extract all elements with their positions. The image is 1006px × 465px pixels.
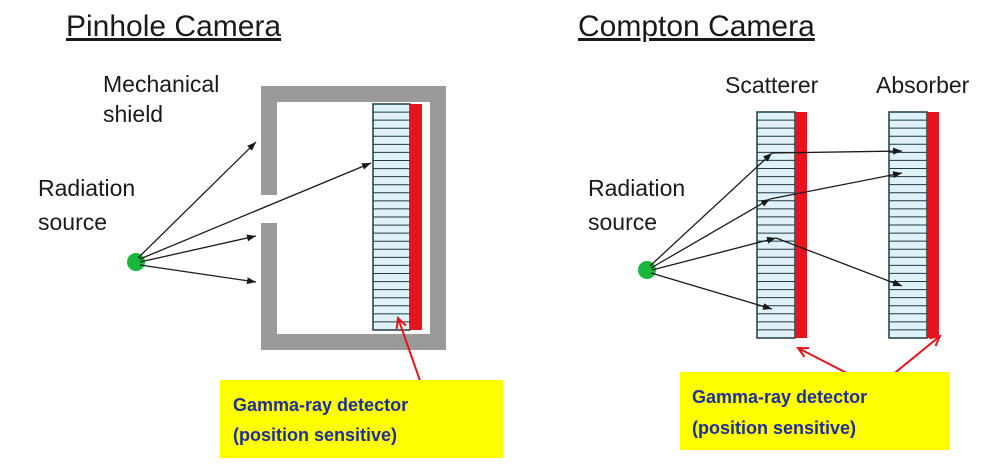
pinhole-gamma-ray-detector <box>372 103 422 331</box>
pinhole-detector-pointer <box>398 318 425 393</box>
compton-title: Compton Camera <box>578 10 815 43</box>
compton-source-label-line1: Radiation <box>588 175 685 201</box>
absorber-strip <box>927 112 939 338</box>
compton-note-line2: (position sensitive) <box>692 418 856 438</box>
pinhole-radiation-source-icon <box>127 253 145 271</box>
pinhole-detector-note: Gamma-ray detector (position sensitive) <box>220 380 503 458</box>
pinhole-title: Pinhole Camera <box>66 10 281 43</box>
pinhole-source-label-line1: Radiation <box>38 175 135 201</box>
mechanical-shield <box>261 86 446 350</box>
pinhole-rays <box>137 141 372 285</box>
scatterer-label: Scatterer <box>725 72 819 98</box>
pinhole-detector-strip <box>410 104 422 330</box>
absorber-detector <box>888 111 939 339</box>
scatterer-detector <box>756 111 807 339</box>
compton-incident-rays <box>649 152 777 310</box>
shield-label-line2: shield <box>103 101 163 127</box>
scatterer-strip <box>795 112 807 338</box>
pinhole-camera-panel: Pinhole Camera Mechanical shield Radiati… <box>38 10 503 458</box>
pinhole-source-label-line2: source <box>38 209 107 235</box>
compton-note-line1: Gamma-ray detector <box>692 387 867 407</box>
compton-detector-note: Gamma-ray detector (position sensitive) <box>680 372 950 450</box>
pinhole-note-line1: Gamma-ray detector <box>233 395 408 415</box>
pinhole-note-line2: (position sensitive) <box>233 425 397 445</box>
compton-radiation-source-icon <box>638 261 656 279</box>
absorber-label: Absorber <box>876 72 970 98</box>
shield-label-line1: Mechanical <box>103 71 219 97</box>
compton-camera-panel: Compton Camera Scatterer Absorber Radiat… <box>578 10 970 450</box>
compton-source-label-line2: source <box>588 209 657 235</box>
compton-scattered-rays <box>769 147 903 287</box>
